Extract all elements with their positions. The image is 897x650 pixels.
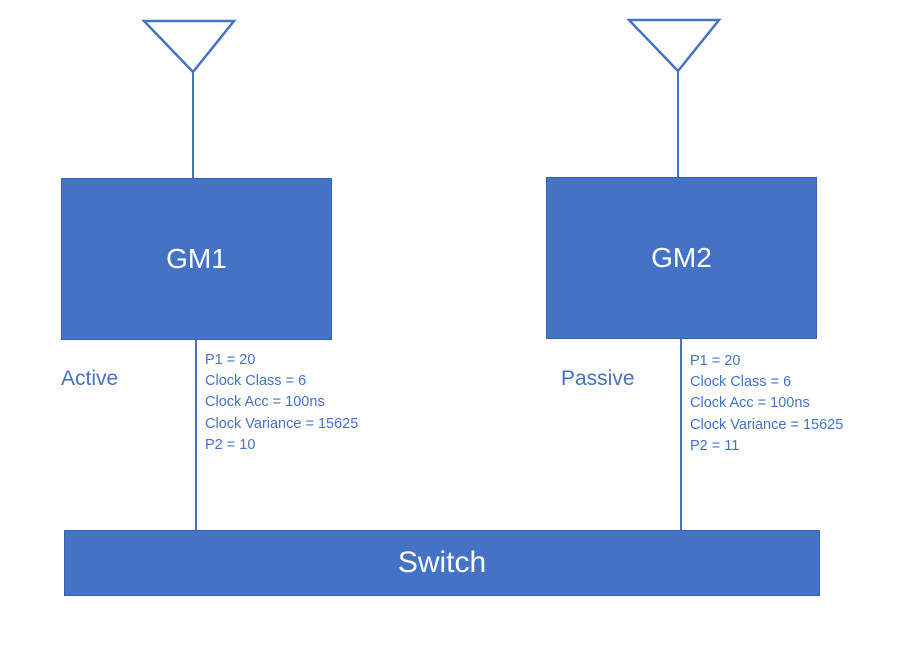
gm1-label: GM1 xyxy=(166,243,227,274)
gm2-attr-clock-class: Clock Class = 6 xyxy=(690,374,792,391)
gm1-antenna-icon xyxy=(141,19,237,74)
switch-box: Switch xyxy=(64,530,820,596)
gm2-attr-p1: P1 = 20 xyxy=(690,353,741,369)
gm1-attr-clock-class: Clock Class = 6 xyxy=(205,373,307,390)
gm1-attr-p1: P1 = 20 xyxy=(205,352,256,368)
gm2-attribute-list: P1 = 20 Clock Class = 6 Clock Acc = 100n… xyxy=(690,351,843,457)
gm2-box: GM2 xyxy=(546,177,817,339)
gm1-attr-clock-variance: Clock Variance = 15625 xyxy=(205,415,359,432)
gm1-attr-p2: P2 = 10 xyxy=(205,436,256,453)
gm2-attr-clock-acc: Clock Acc = 100ns xyxy=(690,395,810,412)
gm2-antenna-icon xyxy=(626,18,722,73)
gm1-attribute-list: P1 = 20 Clock Class = 6 Clock Acc = 100n… xyxy=(205,350,358,456)
gm2-label: GM2 xyxy=(651,242,712,273)
gm1-attr-clock-acc: Clock Acc = 100ns xyxy=(205,394,325,411)
gm1-box: GM1 xyxy=(61,178,332,340)
gm2-state-label: Passive xyxy=(561,367,635,390)
switch-label: Switch xyxy=(397,546,487,579)
gm1-state-label: Active xyxy=(61,367,119,390)
gm2-attr-clock-variance: Clock Variance = 15625 xyxy=(690,416,844,433)
gm2-attr-p2: P2 = 11 xyxy=(690,437,740,454)
